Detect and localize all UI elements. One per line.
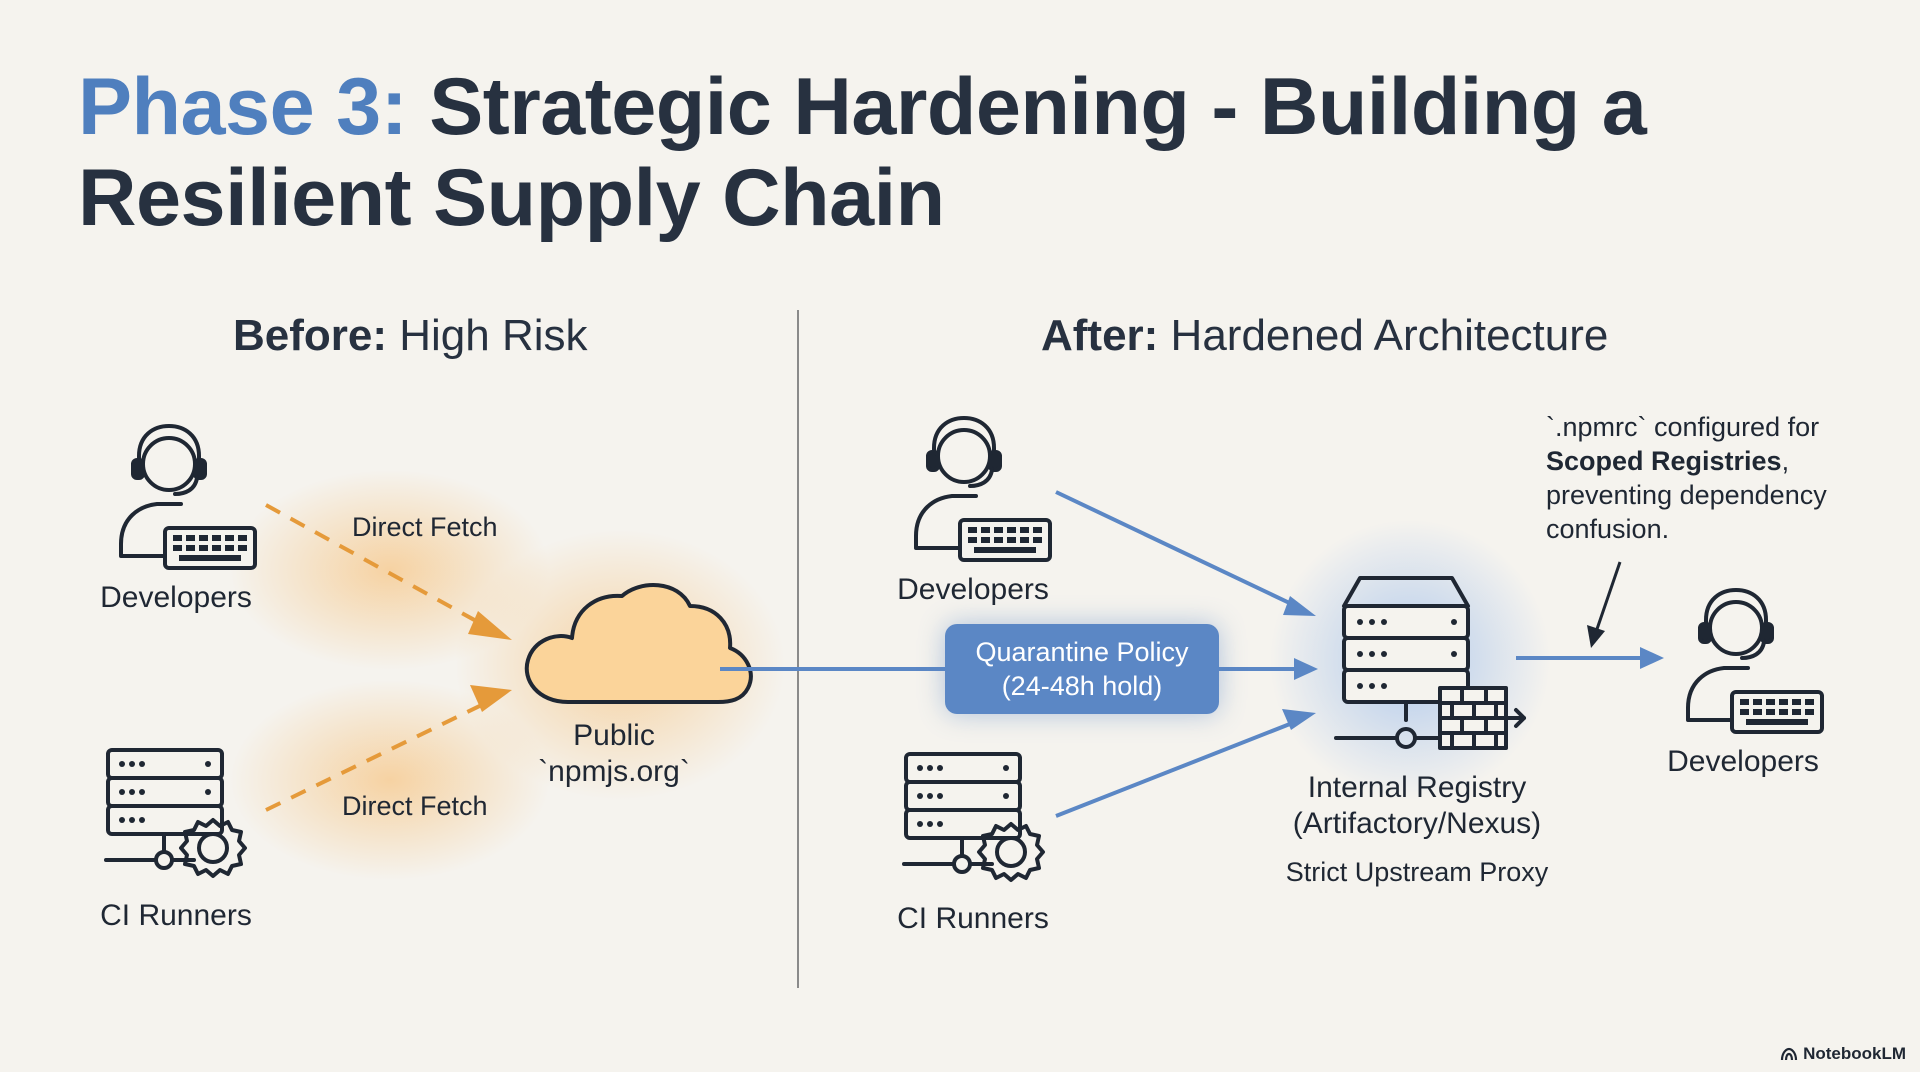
fetch-arrow-bottom bbox=[265, 685, 512, 812]
ci-runner-server-gear-icon bbox=[104, 748, 247, 878]
note-comma: , bbox=[1781, 446, 1790, 476]
npmrc-note: `.npmrc` configured for Scoped Registrie… bbox=[1546, 410, 1886, 546]
ci-runner-server-gear-icon bbox=[902, 752, 1045, 882]
before-heading: Before: High Risk bbox=[233, 308, 588, 364]
developers-to-registry-arrow bbox=[1055, 490, 1316, 616]
public-registry-label-line1: Public bbox=[573, 719, 655, 752]
developer-headset-icon bbox=[119, 424, 257, 570]
fetch-label-top: Direct Fetch bbox=[352, 512, 498, 542]
note-line3: preventing dependency confusion. bbox=[1546, 480, 1827, 544]
before-developers-label: Developers bbox=[100, 581, 252, 614]
server-firewall-icon bbox=[1334, 576, 1526, 750]
note-pointer-arrow bbox=[1587, 561, 1622, 648]
internal-registry-line1: Internal Registry bbox=[1307, 771, 1527, 804]
before-heading-bold: Before: bbox=[233, 311, 388, 360]
internal-registry-sublabel: Strict Upstream Proxy bbox=[1285, 857, 1549, 887]
after-developers-label: Developers bbox=[897, 573, 1049, 606]
public-registry-label: Public `npmjs.org` bbox=[514, 718, 714, 790]
brand-badge: NotebookLM bbox=[1780, 1044, 1906, 1064]
before-heading-text: High Risk bbox=[387, 311, 588, 360]
fetch-arrow-top bbox=[265, 503, 512, 640]
developer-headset-icon bbox=[1686, 588, 1824, 734]
cloud-icon bbox=[524, 583, 753, 704]
policy-to-registry-arrow bbox=[1219, 658, 1318, 680]
note-line1: `.npmrc` configured for bbox=[1546, 412, 1820, 442]
ci-to-registry-arrow bbox=[1055, 709, 1316, 818]
internal-registry-line2: (Artifactory/Nexus) bbox=[1292, 807, 1542, 840]
consumer-developers-label: Developers bbox=[1667, 745, 1819, 778]
internal-registry-label: Internal Registry (Artifactory/Nexus) bbox=[1257, 770, 1577, 842]
policy-line2: (24-48h hold) bbox=[1001, 671, 1163, 701]
policy-line1: Quarantine Policy bbox=[975, 637, 1189, 667]
before-ci-runners-label: CI Runners bbox=[100, 899, 252, 932]
after-heading-bold: After: bbox=[1041, 311, 1159, 360]
brand-text: NotebookLM bbox=[1803, 1044, 1906, 1063]
quarantine-policy-box: Quarantine Policy (24-48h hold) bbox=[945, 624, 1219, 714]
developer-headset-icon bbox=[914, 416, 1052, 562]
fetch-label-bottom: Direct Fetch bbox=[342, 791, 488, 821]
fetch-glow-bottom bbox=[230, 680, 550, 880]
public-registry-label-line2: `npmjs.org` bbox=[538, 755, 690, 788]
note-line2: Scoped Registries, bbox=[1546, 444, 1886, 478]
after-heading-text: Hardened Architecture bbox=[1158, 311, 1609, 360]
note-bold: Scoped Registries bbox=[1546, 446, 1782, 476]
page-title: Phase 3: Strategic Hardening - Building … bbox=[78, 62, 1838, 244]
title-phase: Phase 3: bbox=[78, 62, 408, 152]
title-text: Strategic Hardening - Building a Resilie… bbox=[78, 62, 1647, 243]
registry-to-developers-arrow bbox=[1516, 647, 1664, 669]
notebooklm-logo-icon bbox=[1780, 1047, 1798, 1061]
after-heading: After: Hardened Architecture bbox=[1041, 308, 1608, 364]
after-ci-runners-label: CI Runners bbox=[897, 902, 1049, 935]
